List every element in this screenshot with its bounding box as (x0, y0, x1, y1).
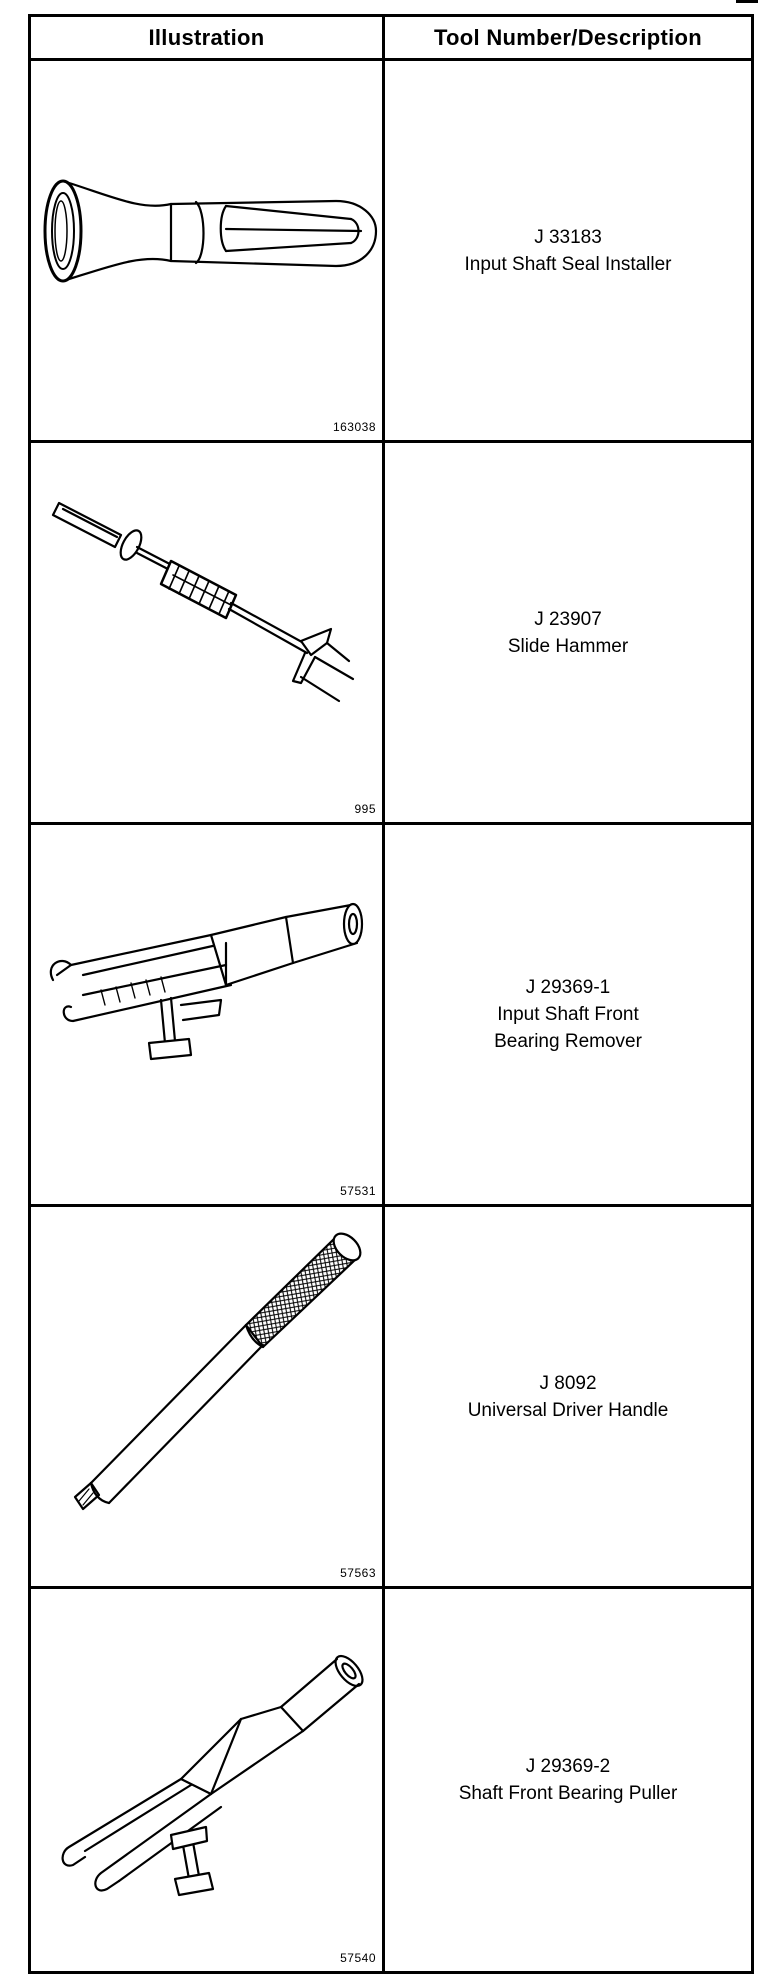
description-header: Tool Number/Description (433, 24, 703, 50)
illustration-cell: 57563 (31, 1207, 385, 1586)
bearing-remover-icon (49, 902, 364, 1061)
figure-number: 57531 (340, 1184, 376, 1198)
illustration-cell: 57531 (31, 825, 385, 1204)
tool-description: Universal Driver Handle (467, 1399, 669, 1421)
tool-row: 57540 J 29369-2 Shaft Front Bearing Pull… (31, 1589, 751, 1971)
tool-number: J 29369-2 (525, 1756, 611, 1777)
tool-row: 57531 J 29369-1 Input Shaft Front Bearin… (31, 825, 751, 1207)
tool-description: Input Shaft Seal Installer (464, 253, 672, 275)
description-cell: J 29369-2 Shaft Front Bearing Puller (385, 1589, 751, 1971)
header-row: Illustration Tool Number/Description (31, 17, 751, 61)
bearing-puller-icon (61, 1654, 364, 1897)
illustration-cell: 995 (31, 443, 385, 822)
illustration-header: Illustration (31, 17, 385, 58)
description-cell: J 29369-1 Input Shaft Front Bearing Remo… (385, 825, 751, 1204)
illustration-cell: 57540 (31, 1589, 385, 1971)
seal-installer-icon (43, 179, 378, 283)
tool-description: Slide Hammer (507, 635, 629, 657)
description-cell: J 8092 Universal Driver Handle (385, 1207, 751, 1586)
tool-description: Shaft Front Bearing Puller (458, 1783, 678, 1804)
tool-description: Bearing Remover (494, 1031, 642, 1052)
tool-number: J 8092 (539, 1372, 597, 1394)
corner-mark (736, 0, 758, 3)
tool-row: 163038 J 33183 Input Shaft Seal Installe… (31, 61, 751, 443)
tool-row: 57563 J 8092 Universal Driver Handle (31, 1207, 751, 1589)
tool-table: Illustration Tool Number/Description (28, 14, 754, 1974)
figure-number: 163038 (332, 420, 376, 434)
slide-hammer-icon (51, 501, 355, 703)
figure-number: 57540 (340, 1951, 376, 1965)
description-cell: J 23907 Slide Hammer (385, 443, 751, 822)
figure-number: 995 (354, 802, 376, 816)
tool-description: Input Shaft Front (497, 1004, 639, 1025)
tool-row: 995 J 23907 Slide Hammer (31, 443, 751, 825)
tool-number: J 33183 (534, 226, 602, 248)
tool-number: J 29369-1 (525, 977, 611, 998)
driver-handle-icon (73, 1232, 362, 1511)
tool-number: J 23907 (534, 608, 602, 630)
illustration-cell: 163038 (31, 61, 385, 440)
description-cell: J 33183 Input Shaft Seal Installer (385, 61, 751, 440)
figure-number: 57563 (340, 1566, 376, 1580)
